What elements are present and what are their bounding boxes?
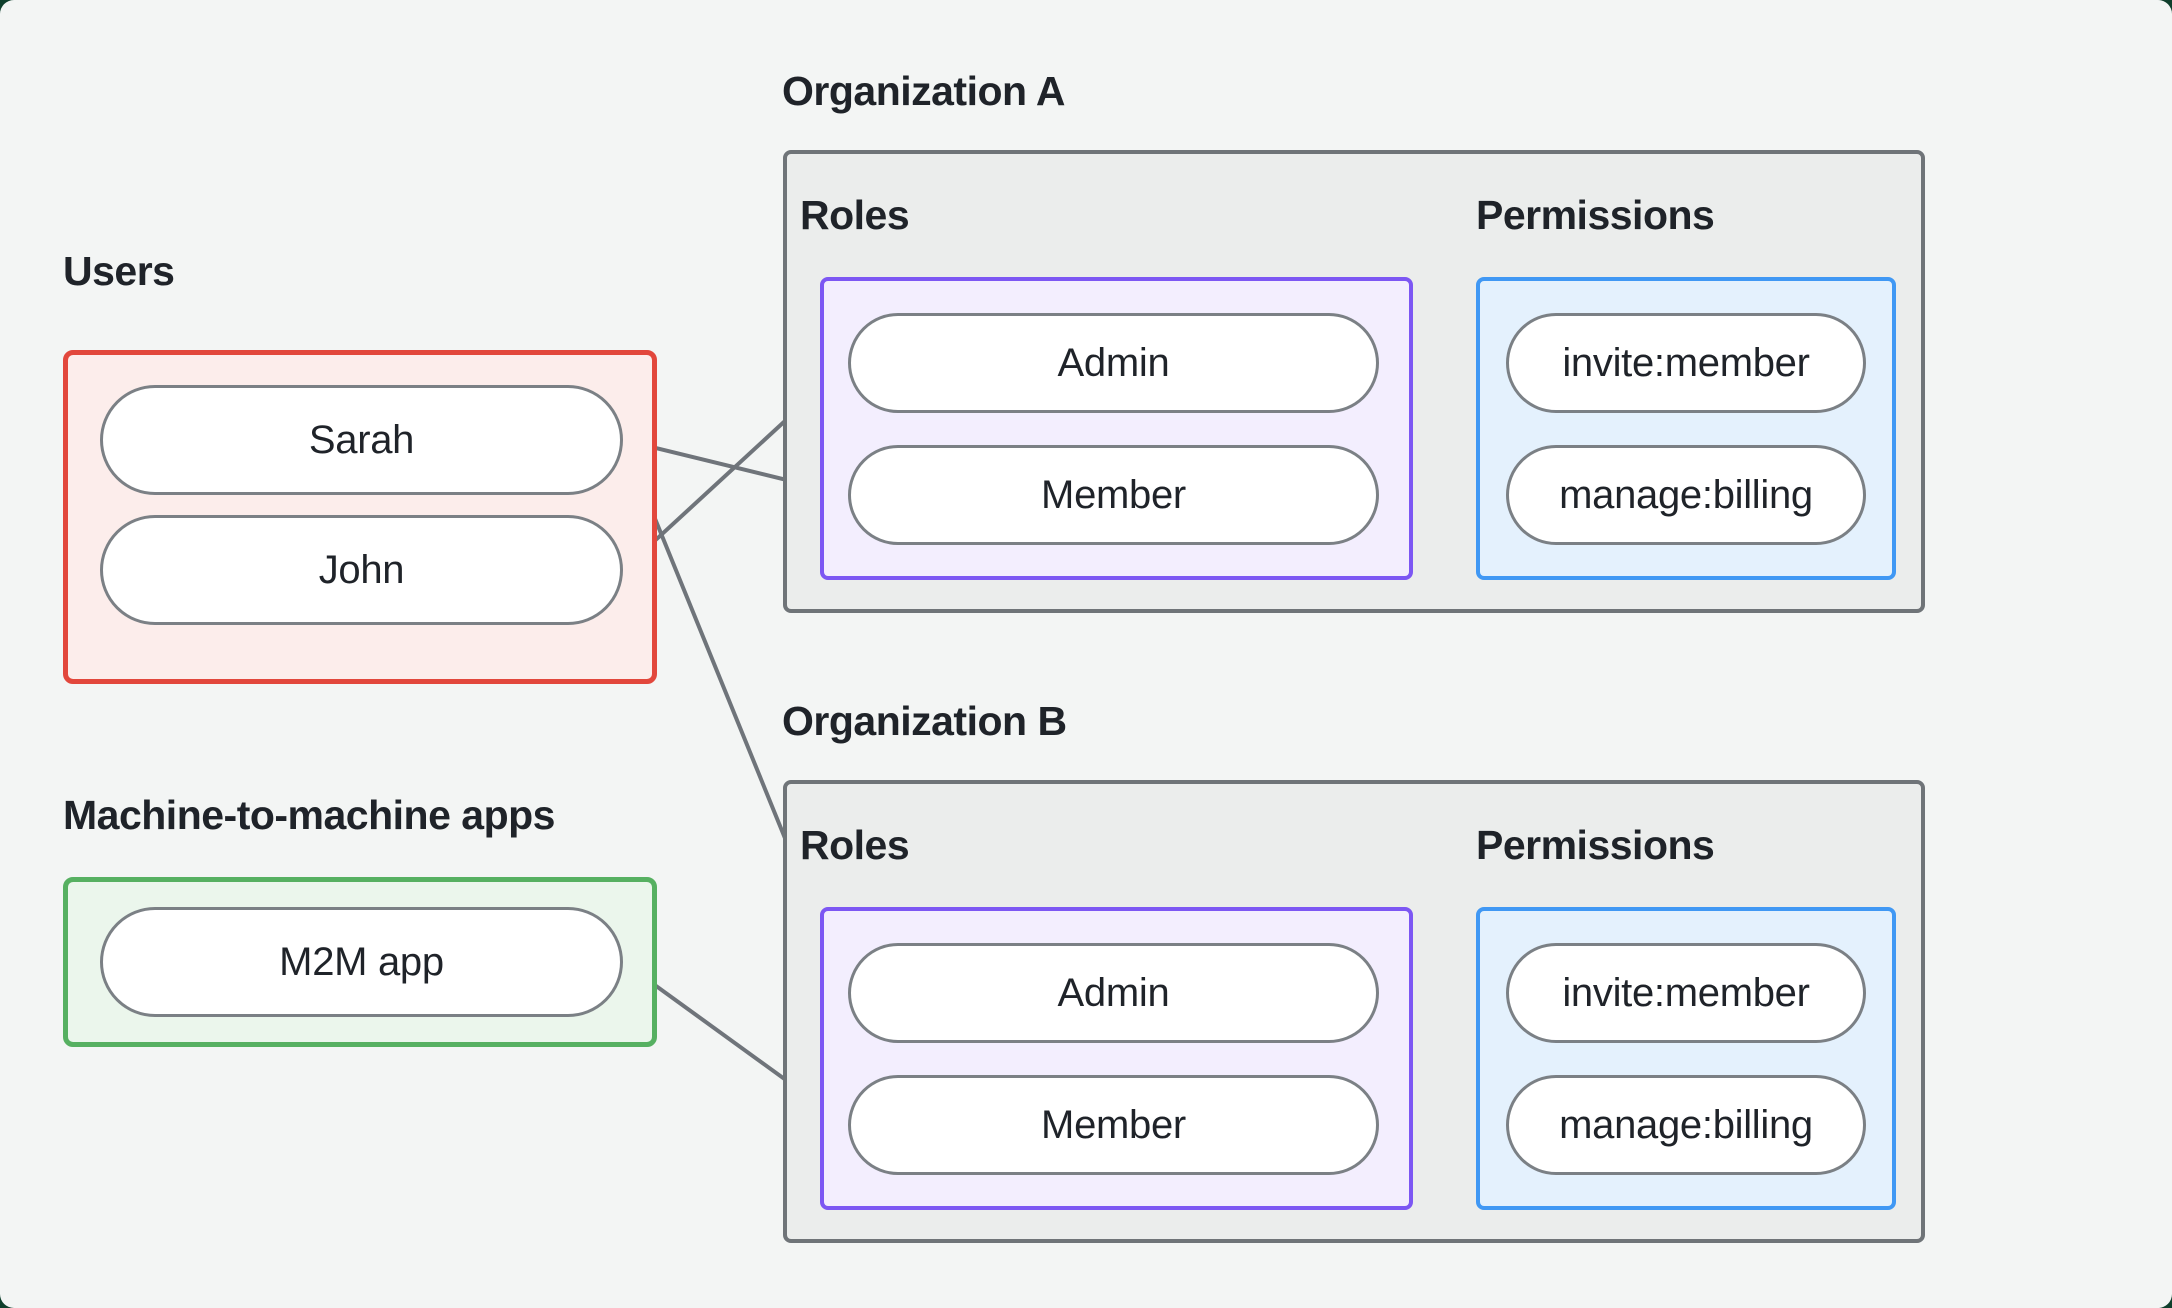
permission-label: invite:member [1562,970,1810,1015]
user-node-sarah: Sarah [100,385,623,495]
m2m-app-label: M2M app [279,939,444,984]
org-b-role-member: Member [848,1075,1379,1175]
role-label: Admin [1057,970,1170,1015]
org-a-permission-manage-billing: manage:billing [1506,445,1866,545]
users-group-label: Users [63,248,175,294]
permission-label: manage:billing [1559,1102,1813,1147]
org-b-title: Organization B [782,698,1067,744]
role-label: Member [1041,472,1186,517]
org-b-roles-label: Roles [800,822,910,868]
permission-label: invite:member [1562,340,1810,385]
org-b-permissions-label: Permissions [1476,822,1715,868]
org-a-roles-label: Roles [800,192,910,238]
org-a-permissions-label: Permissions [1476,192,1715,238]
m2m-group-label: Machine-to-machine apps [63,792,555,838]
org-b-permission-invite-member: invite:member [1506,943,1866,1043]
role-label: Admin [1057,340,1170,385]
m2m-app-node: M2M app [100,907,623,1017]
org-a-title: Organization A [782,68,1066,114]
user-node-label: Sarah [308,417,415,462]
role-label: Member [1041,1102,1186,1147]
user-node-john: John [100,515,623,625]
org-a-role-member: Member [848,445,1379,545]
org-a-permission-invite-member: invite:member [1506,313,1866,413]
permission-label: manage:billing [1559,472,1813,517]
org-a-role-admin: Admin [848,313,1379,413]
user-node-label: John [318,547,405,592]
org-b-role-admin: Admin [848,943,1379,1043]
org-b-permission-manage-billing: manage:billing [1506,1075,1866,1175]
